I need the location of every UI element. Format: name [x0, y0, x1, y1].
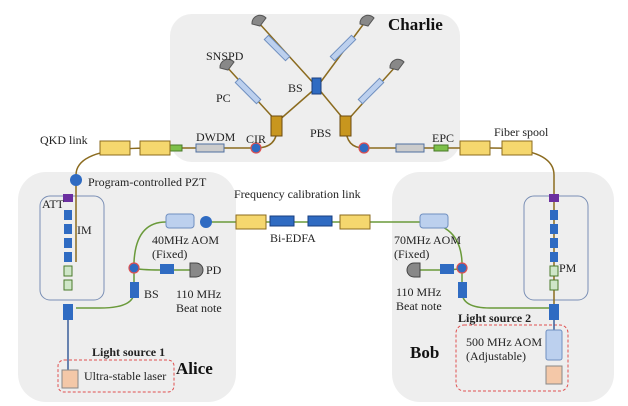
pzt-icon — [200, 216, 212, 228]
alice-panel — [18, 172, 236, 402]
isolator-icon — [160, 264, 174, 274]
spool-icon — [501, 140, 533, 156]
qkd-link-label: QKD link — [40, 133, 88, 147]
pzt-label: Program-controlled PZT — [88, 175, 207, 189]
bs-alice-label: BS — [144, 287, 159, 301]
snspd-icon — [219, 58, 235, 71]
pd-icon — [406, 262, 421, 278]
beat-alice-label: Beat note — [176, 301, 222, 315]
snspd-icon — [359, 14, 375, 27]
coupler-icon — [549, 304, 559, 320]
cir-icon — [250, 142, 262, 154]
light-source-2-label: Light source 2 — [458, 311, 532, 325]
pd-label: PD — [206, 263, 222, 277]
beat-bob-label: Beat note — [396, 299, 442, 313]
att-icon — [549, 194, 559, 202]
dwdm-label: DWDM — [196, 130, 236, 144]
cir-icon — [128, 262, 140, 274]
att-icon — [63, 194, 73, 202]
isolator-icon — [440, 264, 454, 274]
pc-icon — [329, 34, 357, 62]
laser-icon — [61, 369, 79, 389]
bs-alice-icon — [130, 282, 139, 298]
dwdm-icon — [395, 143, 425, 153]
coupler-icon — [63, 304, 73, 320]
spool-icon — [339, 214, 371, 230]
cir-label: CIR — [246, 132, 267, 146]
im-label: IM — [77, 223, 92, 237]
bs-charlie-icon — [311, 77, 322, 95]
charlie-label: Charlie — [388, 15, 443, 34]
snspd-icon — [389, 58, 405, 71]
bs-bob-icon — [458, 282, 467, 298]
spool-icon — [459, 140, 491, 156]
aom70-icon — [419, 213, 449, 229]
alice-im-stack — [64, 210, 72, 262]
light-source-1-label: Light source 1 — [92, 345, 166, 359]
spool-icon — [99, 140, 131, 156]
bob-component — [549, 279, 559, 291]
fiber-spool-label: Fiber spool — [494, 125, 549, 139]
edfa-icon — [307, 215, 333, 227]
pc-icon — [234, 77, 262, 105]
polarization-controllers — [234, 34, 385, 105]
cir-icon — [358, 142, 370, 154]
pbs-icon — [339, 115, 352, 137]
snspd-icon — [251, 14, 267, 27]
spool-icon — [139, 140, 171, 156]
aom70-label: 70MHz AOM — [394, 233, 462, 247]
fiber-spools — [99, 140, 533, 230]
alice-component — [63, 265, 73, 277]
aom500-icon — [545, 329, 563, 361]
aom500-label: 500 MHz AOM — [466, 335, 543, 349]
edfa-icon — [269, 215, 295, 227]
pzt-icon — [70, 174, 82, 186]
snspd-detectors — [219, 14, 405, 71]
aom40-icon — [165, 213, 195, 229]
alice-label: Alice — [176, 359, 213, 378]
cir-icon — [456, 262, 468, 274]
pd-icon — [189, 262, 204, 278]
bob-pm-stack — [550, 210, 558, 262]
laser-icon — [545, 365, 563, 385]
light-source-1-box — [57, 359, 175, 393]
beat-bob-freq: 110 MHz — [396, 285, 442, 299]
pm-label: PM — [559, 261, 577, 275]
pc-label: PC — [216, 91, 231, 105]
laser-label: Ultra-stable laser — [84, 369, 167, 383]
pm-icon — [549, 265, 559, 277]
bs-charlie-label: BS — [288, 81, 303, 95]
epc-icon — [433, 144, 449, 152]
bob-label: Bob — [410, 343, 440, 362]
alice-component — [63, 279, 73, 291]
aom40-label: 40MHz AOM — [152, 233, 220, 247]
dwdm-icon — [195, 143, 225, 153]
pc-icon — [263, 34, 291, 62]
aom40-fixed-label: (Fixed) — [152, 247, 188, 261]
pbs-label: PBS — [310, 126, 332, 140]
light-source-2-box — [455, 324, 569, 392]
snspd-label: SNSPD — [206, 49, 244, 63]
bi-edfa-label: Bi-EDFA — [270, 231, 316, 245]
pc-icon — [357, 77, 385, 105]
freq-link-label: Frequency calibration link — [234, 187, 361, 201]
coupler-icon — [270, 115, 283, 137]
att-label: ATT — [42, 197, 64, 211]
beat-alice-freq: 110 MHz — [176, 287, 222, 301]
spool-icon — [235, 214, 267, 230]
epc-label: EPC — [432, 131, 455, 145]
aom70-fixed-label: (Fixed) — [394, 247, 430, 261]
aom500-adjustable-label: (Adjustable) — [466, 349, 526, 363]
